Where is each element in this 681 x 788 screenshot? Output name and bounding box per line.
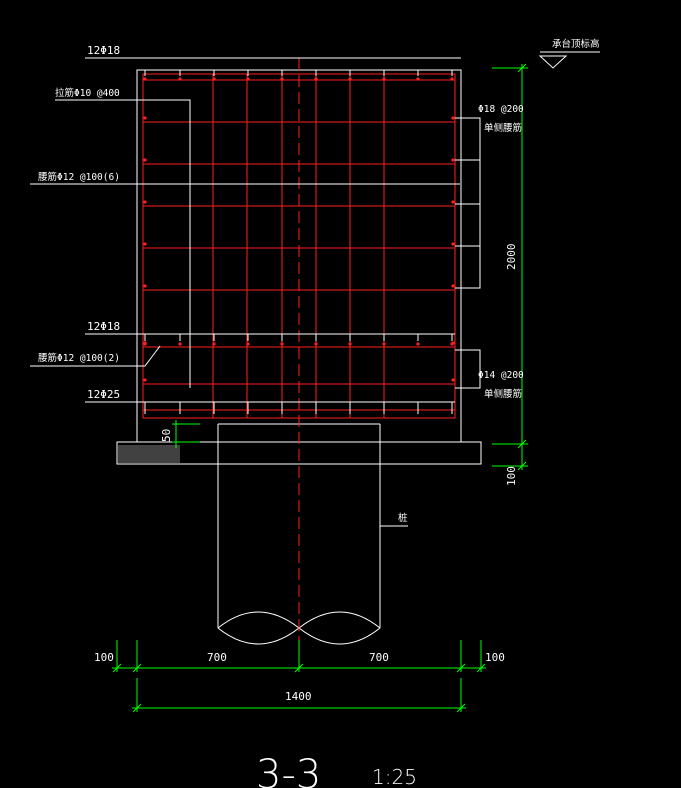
elevation-symbol bbox=[538, 51, 600, 69]
rebar-dot bbox=[348, 77, 352, 81]
dim-row-2-ticks bbox=[132, 703, 466, 713]
label-top-bars: 12Φ18 bbox=[87, 44, 120, 57]
dimension-lines bbox=[112, 63, 528, 713]
dim-right-half: 700 bbox=[369, 651, 389, 664]
rebar-dot bbox=[451, 116, 455, 120]
dim-vertical-ticks bbox=[517, 63, 527, 471]
rebar-dot bbox=[451, 158, 455, 162]
rebar-dot bbox=[143, 77, 147, 81]
label-stirrup: 拉筋Φ10 @400 bbox=[55, 87, 120, 99]
rebar-dot bbox=[382, 342, 386, 346]
rebar-dot bbox=[450, 342, 454, 346]
stirrup-leader bbox=[55, 99, 191, 388]
bar-ticks bbox=[144, 70, 453, 414]
rebar-dot bbox=[212, 77, 216, 81]
label-lower-side-bars: 腰筋Φ12 @100(2) bbox=[38, 352, 120, 364]
soil-hatch bbox=[118, 445, 180, 463]
label-side-bars: 腰筋Φ12 @100(6) bbox=[38, 171, 120, 183]
rebar-cage bbox=[142, 58, 456, 640]
rebar-section-dots bbox=[143, 77, 455, 382]
dim-cover-text: 50 bbox=[160, 429, 173, 442]
rebar-dot bbox=[451, 284, 455, 288]
rebar-dot bbox=[143, 158, 147, 162]
section-scale: 1:25 bbox=[372, 765, 417, 788]
dim-row-2-ext bbox=[136, 678, 462, 712]
label-right-lower-bars: Φ14 @200 bbox=[478, 370, 524, 381]
rebar-dot bbox=[143, 116, 147, 120]
rebar-dot bbox=[178, 342, 182, 346]
rebar-dot bbox=[280, 77, 284, 81]
dim-left-half: 700 bbox=[207, 651, 227, 664]
rebar-dot bbox=[246, 342, 250, 346]
label-right-upper-bars: Φ18 @200 bbox=[478, 104, 524, 115]
lower-side-bars-leader bbox=[30, 345, 161, 367]
label-mid-bars: 12Φ18 bbox=[87, 320, 120, 333]
rebar-dot bbox=[451, 200, 455, 204]
dim-cover bbox=[172, 420, 200, 448]
rebar-dot bbox=[382, 77, 386, 81]
rebar-dot bbox=[143, 378, 147, 382]
dim-below: 100 bbox=[505, 466, 518, 486]
rebar-dot bbox=[246, 77, 250, 81]
rebar-dot bbox=[143, 242, 147, 246]
rebar-dot bbox=[314, 342, 318, 346]
dim-total-width: 1400 bbox=[285, 690, 312, 703]
label-bottom-bars: 12Φ25 bbox=[87, 388, 120, 401]
rebar-dot bbox=[143, 200, 147, 204]
dim-height-total: 2000 bbox=[505, 244, 518, 271]
vertical-rebars bbox=[212, 74, 385, 418]
dim-row-1-ticks bbox=[112, 663, 486, 673]
rebar-dot bbox=[280, 342, 284, 346]
rebar-dot bbox=[143, 284, 147, 288]
rebar-dot bbox=[314, 77, 318, 81]
rebar-dot bbox=[178, 77, 182, 81]
rebar-dot bbox=[451, 378, 455, 382]
section-title: 3-3 bbox=[256, 752, 321, 788]
dim-row-1-ext bbox=[116, 640, 482, 672]
rebar-dot bbox=[212, 342, 216, 346]
dim-left-edge: 100 bbox=[94, 651, 114, 664]
label-right-upper-note: 单侧腰筋 bbox=[484, 122, 522, 134]
rebar-dot bbox=[451, 242, 455, 246]
dim-right-edge: 100 bbox=[485, 651, 505, 664]
label-right-lower-note: 单侧腰筋 bbox=[484, 388, 522, 400]
annotations: 12Φ18 拉筋Φ10 @400 腰筋Φ12 @100(6) 12Φ18 腰筋Φ… bbox=[38, 38, 600, 788]
right-upper-leader bbox=[455, 117, 481, 289]
right-lower-leader bbox=[455, 349, 481, 389]
rebar-dot bbox=[416, 77, 420, 81]
rebar-dot bbox=[348, 342, 352, 346]
rebar-dot bbox=[143, 342, 147, 346]
rebar-dot bbox=[416, 342, 420, 346]
rebar-dot bbox=[450, 77, 454, 81]
label-pile: 桩 bbox=[398, 512, 408, 524]
leader-lines bbox=[30, 51, 600, 527]
label-elevation: 承台顶标高 bbox=[552, 38, 600, 50]
